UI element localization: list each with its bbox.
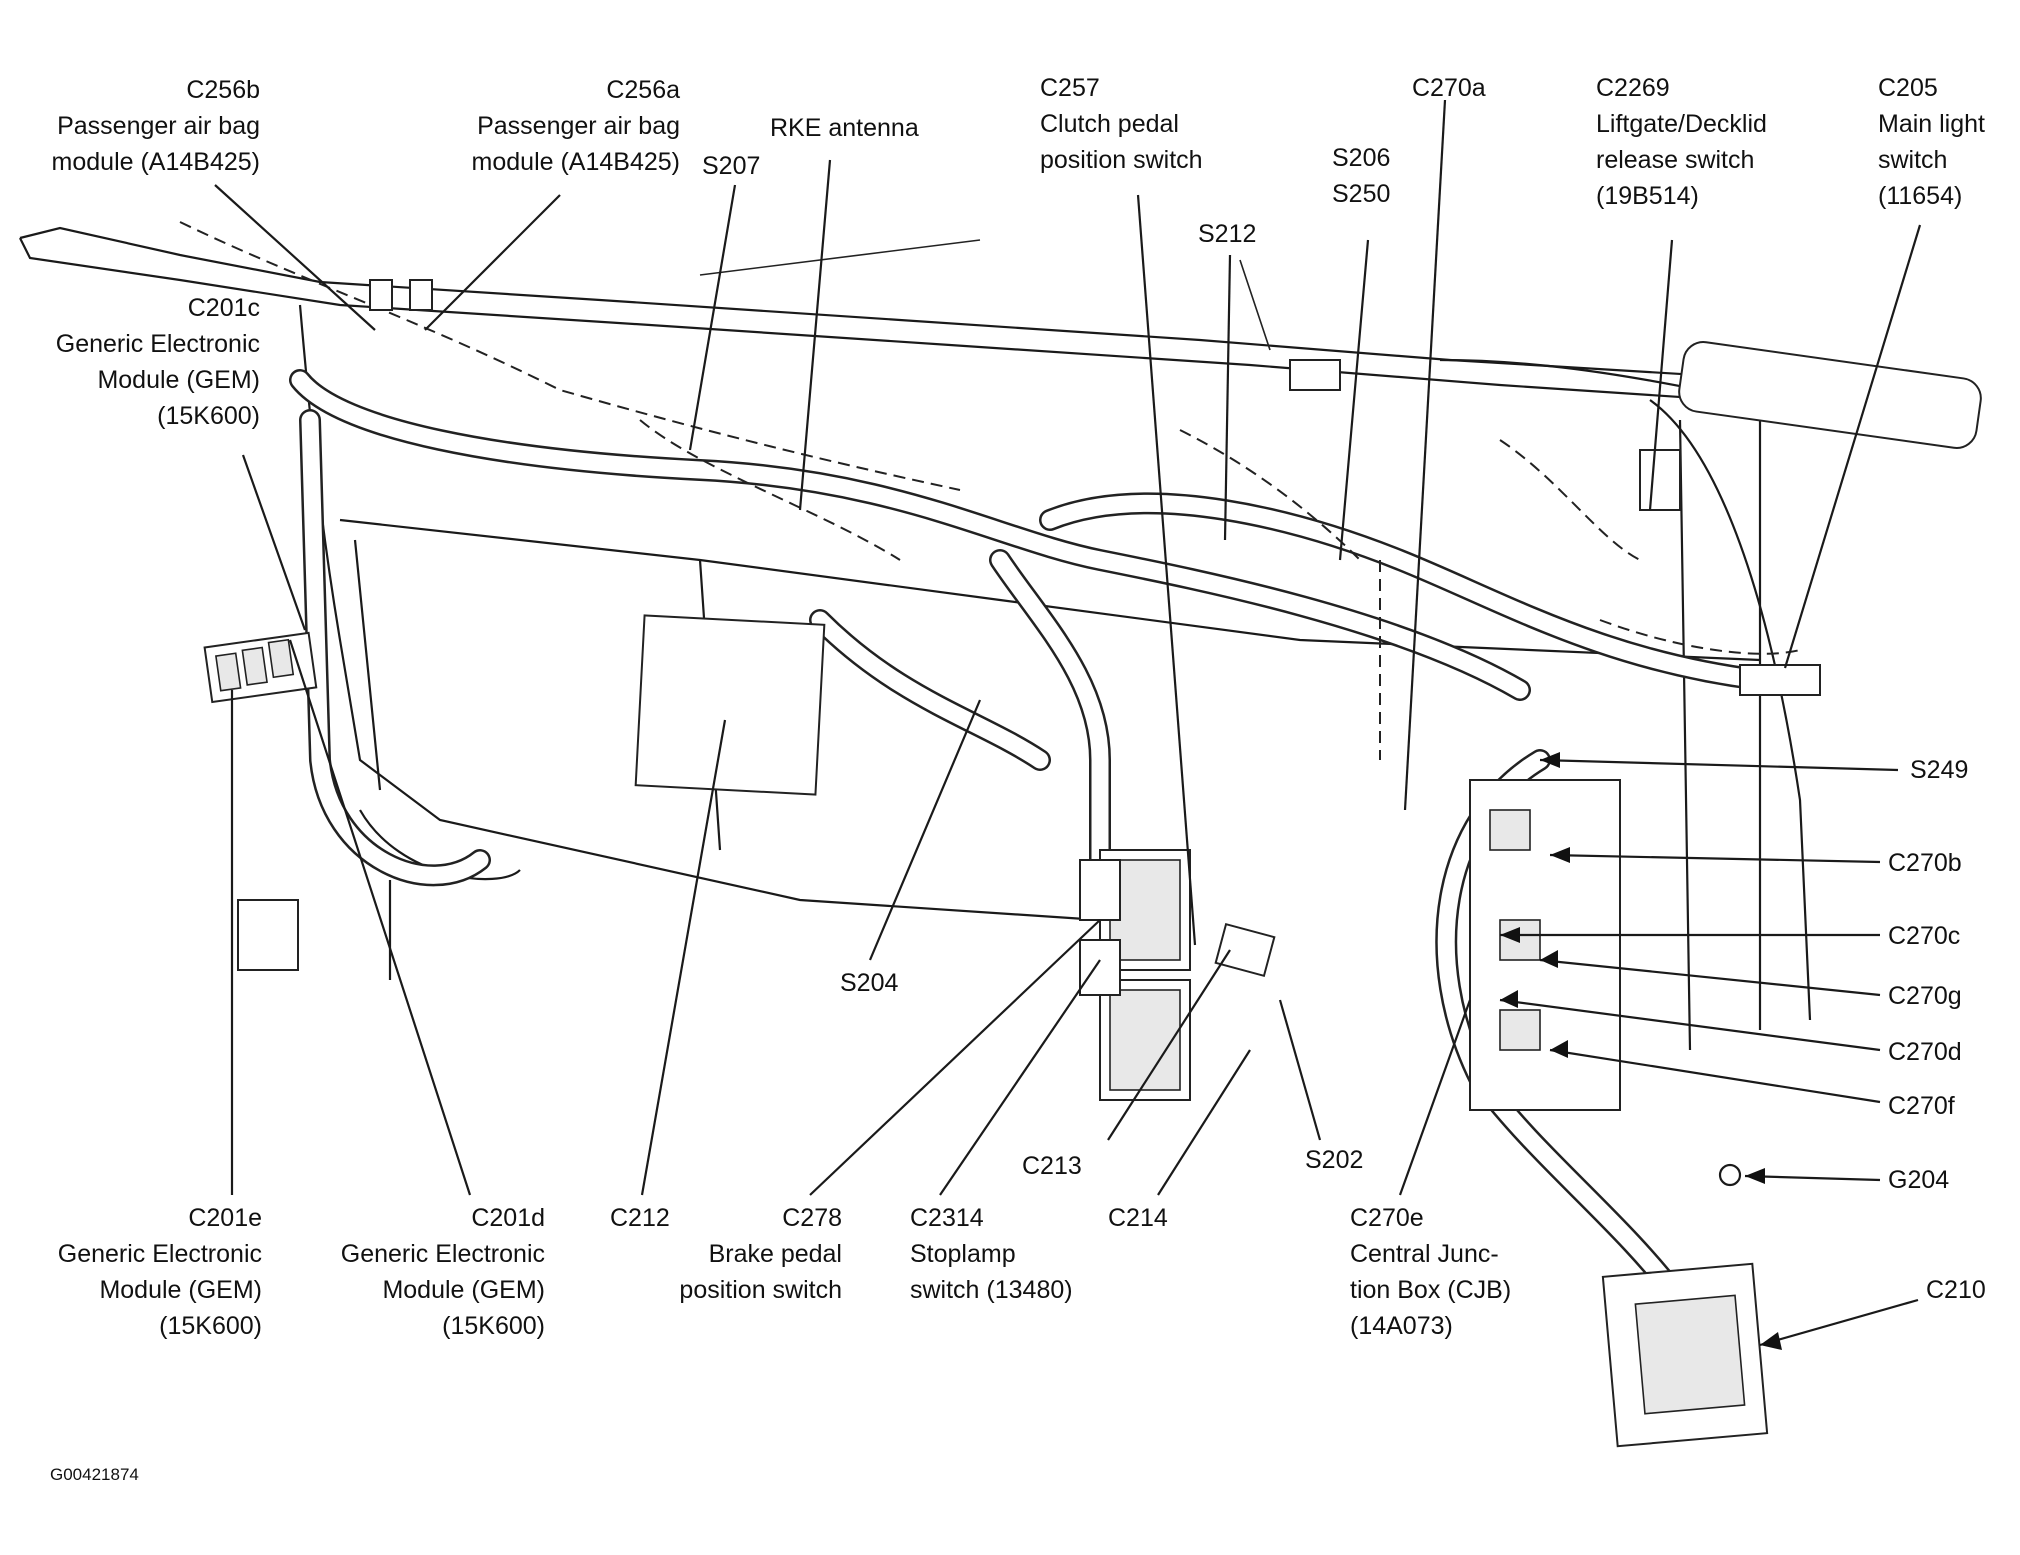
label-c257-desc2: position switch [1040,146,1203,174]
label-c270f-code: C270f [1888,1092,1955,1120]
label-c201d-desc1: Generic Electronic [340,1240,545,1268]
label-c270c-code: C270c [1888,922,1961,950]
label-c205-desc2: switch [1878,146,1948,174]
label-c256b-code: C256b [186,76,260,104]
label-c270e: C270e Central Junc- tion Box (CJB) (14A0… [1350,1200,1511,1344]
label-s249: S249 [1910,752,1968,788]
label-g204-code: G204 [1888,1166,1950,1194]
label-c210-code: C210 [1926,1276,1986,1304]
label-c201c-desc1: Generic Electronic [55,330,260,358]
label-c2314: C2314 Stoplamp switch (13480) [910,1200,1073,1308]
label-c205-desc1: Main light [1878,110,1985,138]
label-c257: C257 Clutch pedal position switch [1040,70,1203,178]
label-c256b-desc1: Passenger air bag [57,112,260,140]
label-c201d-code: C201d [471,1204,545,1232]
label-c201c-desc2: Module (GEM) [97,366,260,394]
label-c210: C210 [1926,1272,1986,1308]
label-c201c: C201c Generic Electronic Module (GEM) (1… [20,290,260,434]
label-c2314-desc1: Stoplamp [910,1240,1016,1268]
label-c201e-desc2: Module (GEM) [99,1276,262,1304]
label-c201e: C201e Generic Electronic Module (GEM) (1… [20,1200,262,1344]
label-c270g: C270g [1888,978,1962,1014]
label-c256a: C256a Passenger air bag module (A14B425) [440,72,680,180]
label-c201c-code: C201c [187,294,260,322]
label-s207-code: S207 [702,152,761,180]
label-s212: S212 [1198,216,1256,252]
label-s206-s250: S206 S250 [1332,140,1390,212]
label-c201e-desc1: Generic Electronic [57,1240,262,1268]
label-c270a-code: C270a [1412,74,1486,102]
label-c212: C212 [610,1200,670,1236]
label-c270d-code: C270d [1888,1038,1962,1066]
label-c256b: C256b Passenger air bag module (A14B425) [20,72,260,180]
label-c270e-desc1: Central Junc- [1350,1240,1499,1268]
label-c2269-code: C2269 [1596,74,1670,102]
label-c256a-desc1: Passenger air bag [477,112,680,140]
label-c2269-desc2: release switch [1596,146,1755,174]
label-c278-desc2: position switch [679,1276,842,1304]
figure-id: G00421874 [50,1465,139,1484]
label-c278-code: C278 [782,1204,842,1232]
label-c270a: C270a [1412,70,1486,106]
label-c257-desc1: Clutch pedal [1040,110,1179,138]
label-s204-code: S204 [840,969,899,997]
label-rke-desc1: RKE antenna [770,114,919,142]
label-c278: C278 Brake pedal position switch [620,1200,842,1308]
label-c201d-desc2: Module (GEM) [382,1276,545,1304]
label-c205-code: C205 [1878,74,1938,102]
label-c256b-desc2: module (A14B425) [51,148,260,176]
label-c201c-desc3: (15K600) [157,402,260,430]
label-c201e-desc3: (15K600) [159,1312,262,1340]
label-c270g-code: C270g [1888,982,1962,1010]
label-s206-code: S206 [1332,144,1391,172]
label-c2314-desc2: switch (13480) [910,1276,1073,1304]
label-c212-code: C212 [610,1204,670,1232]
label-c270b: C270b [1888,845,1962,881]
label-c270d: C270d [1888,1034,1962,1070]
label-s250-code: S250 [1332,180,1391,208]
label-c270f: C270f [1888,1088,1955,1124]
label-c2314-code: C2314 [910,1204,984,1232]
label-s207: S207 [702,148,760,184]
label-s202: S202 [1305,1142,1363,1178]
label-c2269: C2269 Liftgate/Decklid release switch (1… [1596,70,1767,214]
label-s212-code: S212 [1198,220,1257,248]
label-c270e-desc3: (14A073) [1350,1312,1453,1340]
leader-lines [214,99,1922,1350]
label-c214-code: C214 [1108,1204,1168,1232]
label-c256a-code: C256a [606,76,680,104]
label-c205: C205 Main light switch (11654) [1878,70,1985,214]
label-c256a-desc2: module (A14B425) [471,148,680,176]
label-rke-antenna: RKE antenna [770,110,919,146]
label-c2269-desc3: (19B514) [1596,182,1699,210]
label-c201d: C201d Generic Electronic Module (GEM) (1… [300,1200,545,1344]
label-c278-desc1: Brake pedal [708,1240,842,1268]
label-c270e-desc2: tion Box (CJB) [1350,1276,1512,1304]
label-c205-desc3: (11654) [1878,182,1963,210]
label-c270c: C270c [1888,918,1960,954]
label-c270e-code: C270e [1350,1204,1424,1232]
label-c201e-code: C201e [188,1204,262,1232]
label-s202-code: S202 [1305,1146,1364,1174]
label-s249-code: S249 [1910,756,1969,784]
label-g204: G204 [1888,1162,1949,1198]
connector-blocks [203,279,1982,1448]
label-c257-code: C257 [1040,74,1100,102]
label-s204: S204 [840,965,898,1001]
label-c2269-desc1: Liftgate/Decklid [1596,110,1767,138]
label-c213: C213 [1022,1148,1082,1184]
label-c214: C214 [1108,1200,1168,1236]
label-c270b-code: C270b [1888,849,1962,877]
label-c201d-desc3: (15K600) [442,1312,545,1340]
label-c213-code: C213 [1022,1152,1082,1180]
